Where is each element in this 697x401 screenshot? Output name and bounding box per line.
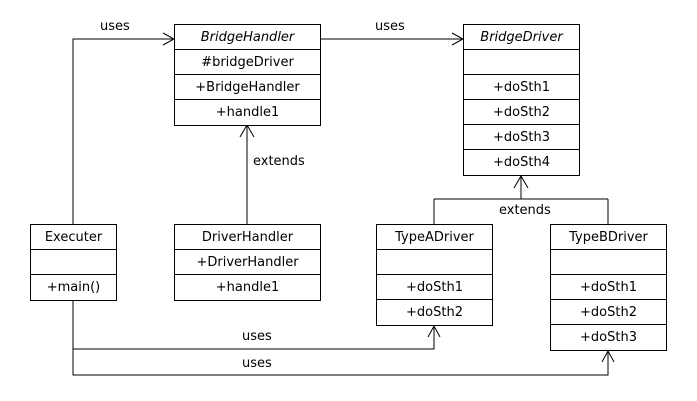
class-name: Executer — [31, 225, 116, 250]
class-field: #bridgeDriver — [175, 50, 320, 75]
class-method: +doSth4 — [493, 155, 550, 170]
label-driverhandler-extends: extends — [253, 154, 305, 169]
arrowhead-bridgedriver-from-drivers — [513, 175, 529, 189]
class-fields-empty — [464, 50, 579, 75]
class-method: +main() — [46, 280, 101, 295]
label-bridgehandler-uses-bridgedriver: uses — [375, 19, 405, 34]
class-executer: Executer +main() — [30, 224, 117, 301]
class-typeadriver: TypeADriver +doSth1 +doSth2 — [376, 224, 493, 326]
class-name: DriverHandler — [175, 225, 320, 250]
label-executer-uses-bridgehandler: uses — [100, 19, 130, 34]
class-bridgehandler: BridgeHandler #bridgeDriver +BridgeHandl… — [174, 24, 321, 126]
class-method: +handle1 — [215, 105, 280, 120]
edge-executer-uses-typebdriver — [72, 349, 609, 376]
class-method: +doSth3 — [580, 330, 637, 345]
class-method: +doSth2 — [464, 100, 579, 125]
arrowhead-typeadriver-from-executer — [427, 324, 441, 338]
class-name: TypeBDriver — [551, 225, 666, 250]
label-executer-uses-typeadriver: uses — [242, 329, 272, 344]
class-fields-empty — [377, 250, 492, 275]
class-name: BridgeHandler — [175, 25, 320, 50]
edge-executer-uses-typeadriver — [72, 300, 435, 350]
class-bridgedriver: BridgeDriver +doSth1 +doSth2 +doSth3 +do… — [463, 24, 580, 176]
class-typebdriver: TypeBDriver +doSth1 +doSth2 +doSth3 — [550, 224, 667, 351]
arrowhead-typebdriver-from-executer — [601, 349, 615, 363]
class-method: +doSth1 — [377, 275, 492, 300]
class-driverhandler: DriverHandler +DriverHandler +handle1 — [174, 224, 321, 301]
class-method: +doSth1 — [551, 275, 666, 300]
class-constructor: +BridgeHandler — [175, 75, 320, 100]
edge-executer-uses-bridgehandler — [72, 38, 174, 224]
class-fields-empty — [551, 250, 666, 275]
class-name: BridgeDriver — [464, 25, 579, 50]
label-drivers-extend: extends — [499, 203, 551, 218]
label-executer-uses-typebdriver: uses — [242, 356, 272, 371]
class-method: +handle1 — [215, 280, 280, 295]
class-constructor: +DriverHandler — [175, 250, 320, 275]
class-method: +doSth2 — [551, 300, 666, 325]
class-method: +doSth3 — [464, 125, 579, 150]
class-fields-empty — [31, 250, 116, 275]
class-method: +doSth2 — [406, 305, 463, 320]
class-method: +doSth1 — [464, 75, 579, 100]
class-name: TypeADriver — [377, 225, 492, 250]
